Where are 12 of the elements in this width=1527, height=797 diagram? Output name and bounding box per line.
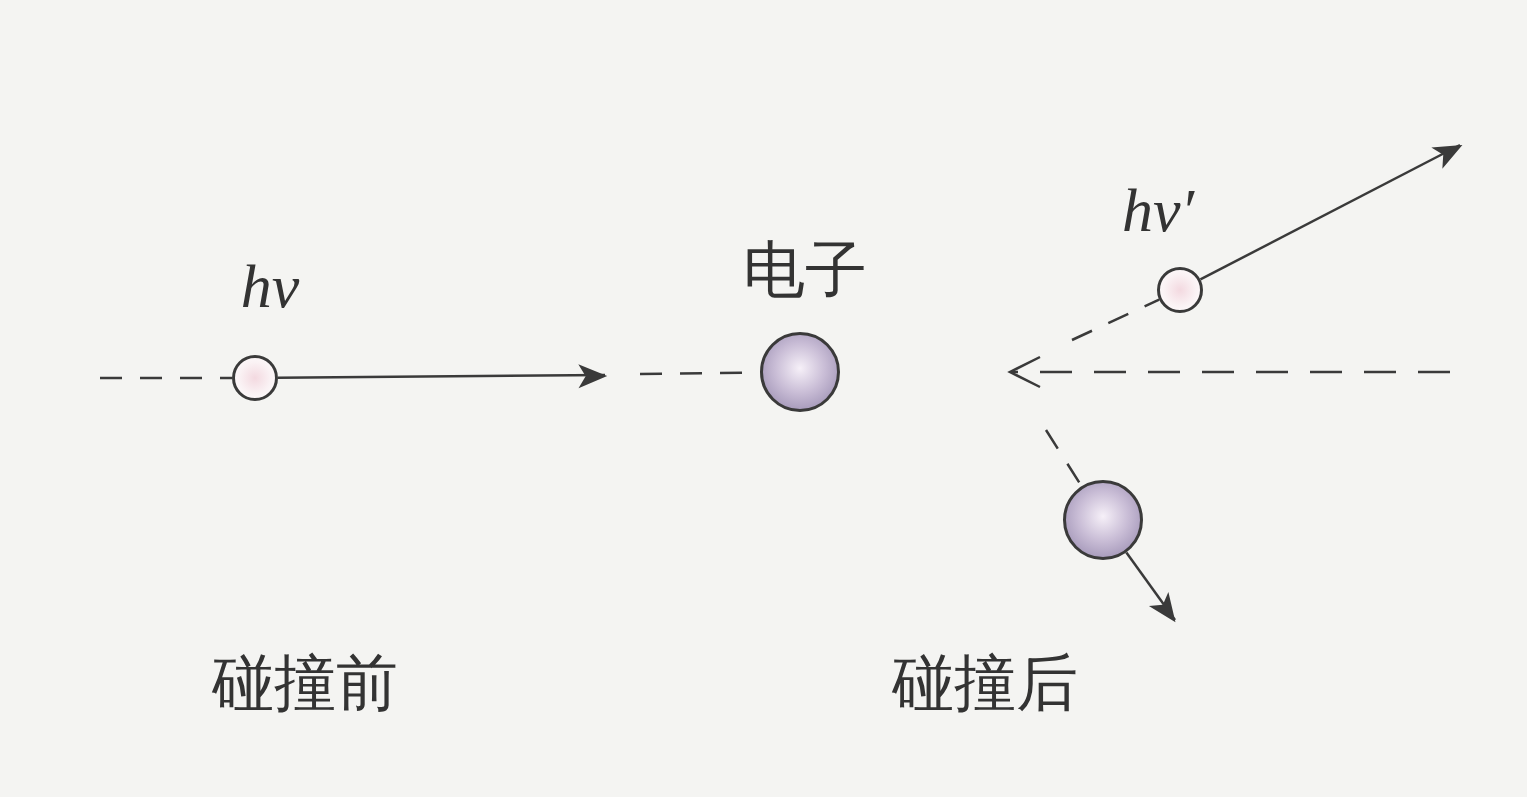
caption-label: 碰撞后 bbox=[892, 645, 1078, 721]
caption-label: 碰撞前 bbox=[212, 645, 398, 721]
dashed-line bbox=[100, 376, 232, 380]
photon-circle bbox=[232, 355, 278, 401]
photon-label: hν′ bbox=[1121, 174, 1195, 246]
photon-label: hν bbox=[240, 250, 300, 322]
photon-circle bbox=[1157, 267, 1203, 313]
arrow bbox=[1125, 551, 1176, 623]
dashed-line bbox=[1071, 298, 1160, 342]
particle-label: 电子 bbox=[743, 235, 867, 306]
arrow bbox=[1199, 143, 1463, 281]
arrow bbox=[278, 364, 608, 389]
